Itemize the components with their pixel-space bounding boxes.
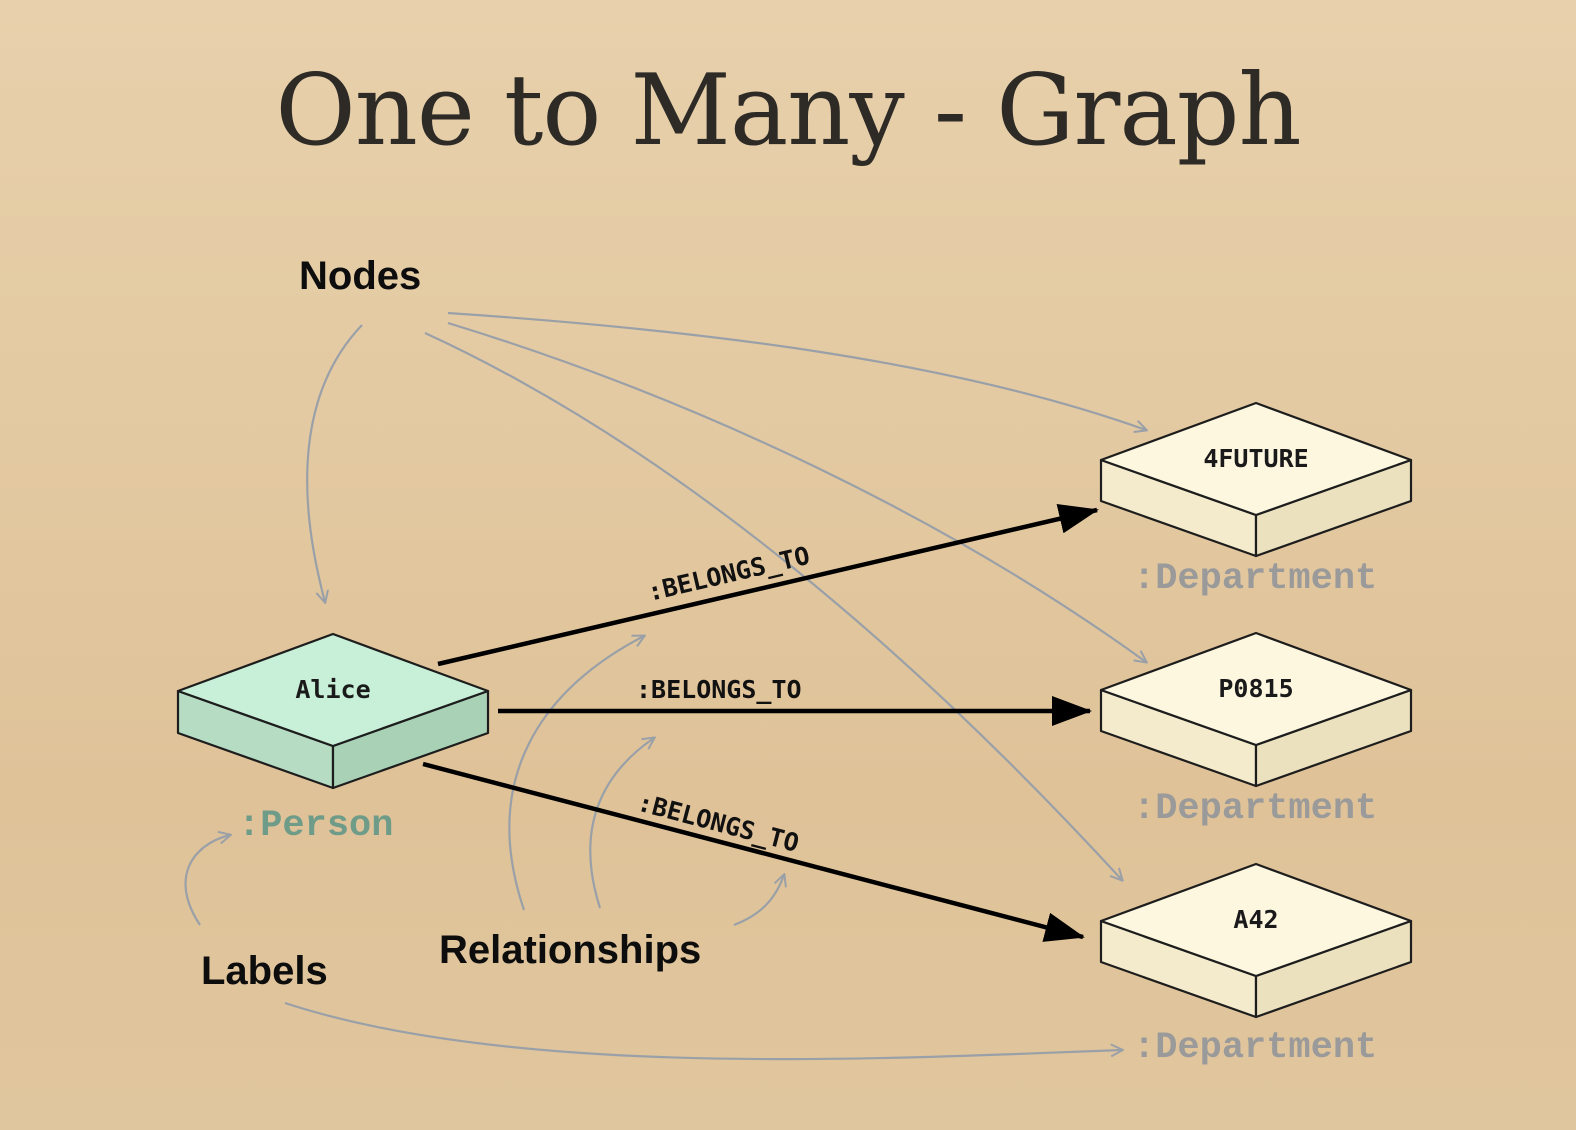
- relationship-edges: [422, 504, 1099, 942]
- relationships-callout: Relationships: [439, 928, 702, 972]
- edge-alice-to-a42[interactable]: [422, 761, 1085, 942]
- p0815-node[interactable]: [1099, 631, 1413, 788]
- 4future-node[interactable]: [1099, 401, 1413, 558]
- p0815-node-name: P0815: [1218, 674, 1294, 703]
- pointer-labels-to-department: [284, 1001, 1122, 1061]
- 4future-node-top-face: [1099, 401, 1413, 517]
- alice-node-top-face: [176, 632, 490, 748]
- edge-alice-to-4future[interactable]: [437, 504, 1099, 667]
- pointer-rel-to-bottom: [733, 875, 784, 927]
- department-label-4future: :Department: [1133, 558, 1378, 600]
- person-label: :Person: [238, 805, 394, 847]
- department-label-p0815: :Department: [1133, 788, 1378, 830]
- pointer-labels-to-person: [184, 835, 230, 926]
- alice-node[interactable]: [176, 632, 490, 790]
- p0815-node-top-face: [1099, 631, 1413, 747]
- a42-node[interactable]: [1099, 862, 1413, 1019]
- 4future-node-name: 4FUTURE: [1203, 444, 1309, 473]
- nodes-pointer-arrows: [306, 311, 1146, 880]
- a42-node-name: A42: [1233, 905, 1279, 934]
- labels-callout: Labels: [201, 949, 328, 993]
- pointer-rel-to-top: [508, 636, 644, 911]
- a42-node-top-face: [1099, 862, 1413, 978]
- department-label-a42: :Department: [1133, 1027, 1378, 1069]
- labels-pointer-arrows: [184, 835, 1122, 1061]
- relationship-label-middle: :BELONGS_TO: [636, 675, 802, 704]
- pointer-nodes-to-4future: [447, 311, 1146, 430]
- alice-node-name: Alice: [295, 675, 371, 704]
- slide-title: One to Many - Graph: [275, 54, 1301, 168]
- relationship-label-bottom: :BELONGS_TO: [634, 788, 802, 858]
- pointer-nodes-to-p0815: [447, 321, 1146, 662]
- nodes-callout: Nodes: [299, 254, 422, 298]
- pointer-nodes-to-alice: [306, 324, 363, 602]
- pointer-nodes-to-a42: [424, 332, 1122, 880]
